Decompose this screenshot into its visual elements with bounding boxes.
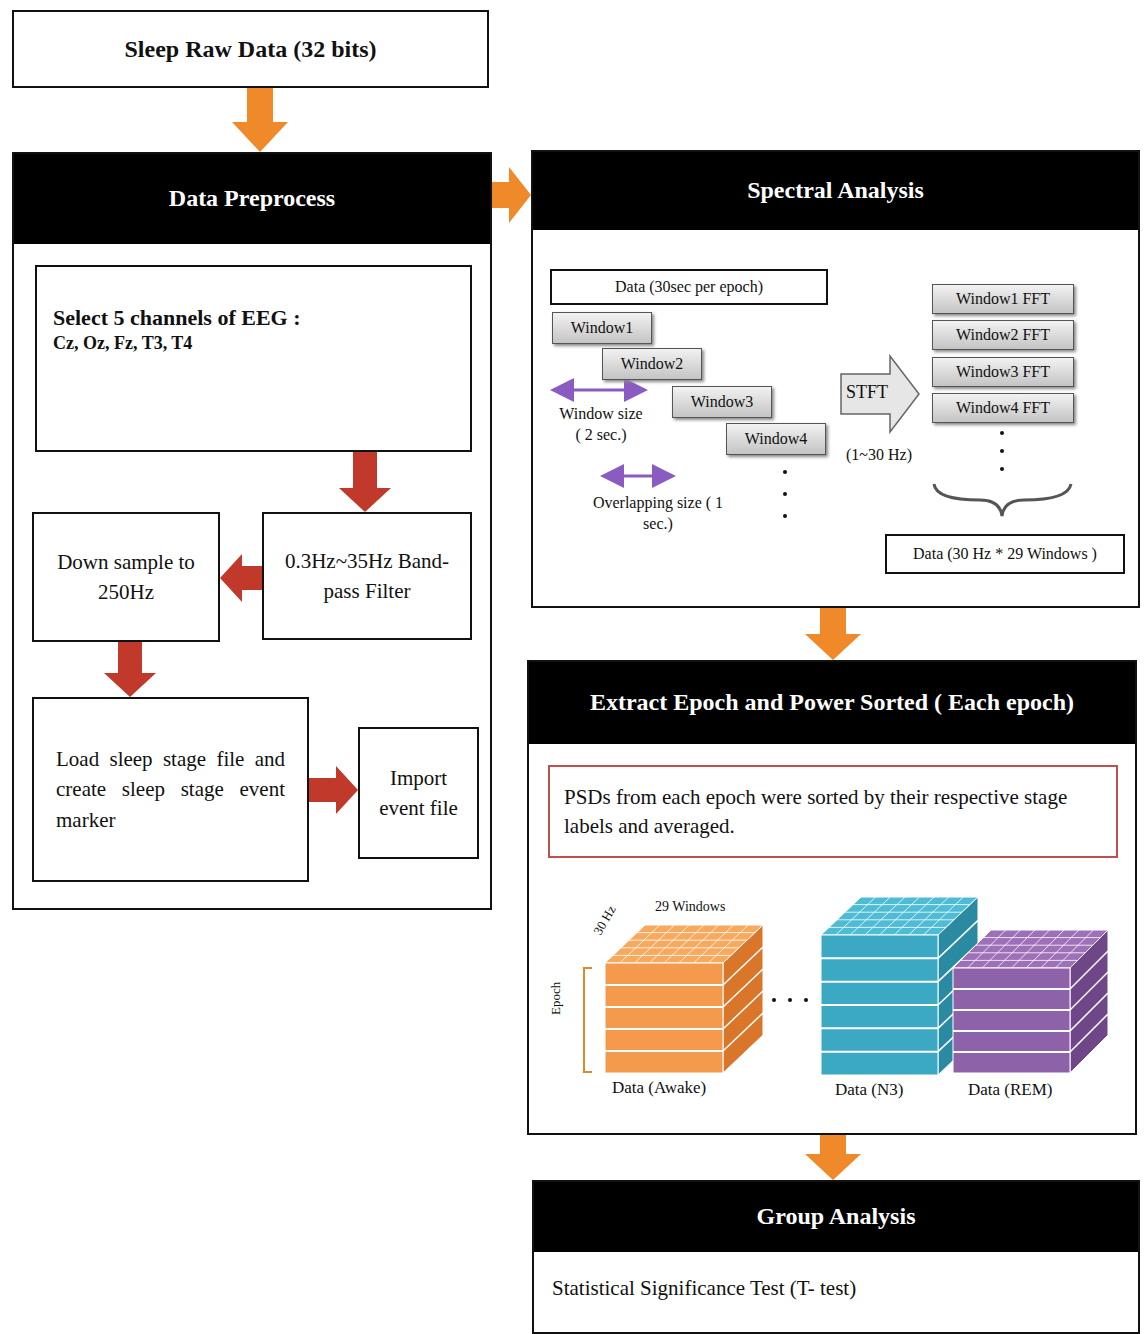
- panel-header: Group Analysis: [534, 1182, 1138, 1252]
- annotation-label: 30 Hz: [590, 903, 620, 938]
- node-text: Sleep Raw Data (32 bits): [125, 32, 377, 67]
- stage-panel: Group AnalysisStatistical Significance T…: [532, 1180, 1140, 1334]
- window-box: Window1: [552, 312, 652, 344]
- process-box: Data (30sec per epoch): [550, 269, 828, 305]
- flow-arrow: [232, 88, 288, 152]
- process-box: Import event file: [358, 727, 479, 859]
- node-text: Down sample to 250Hz: [44, 547, 208, 608]
- panel-header: Data Preprocess: [14, 154, 490, 244]
- window-box: Window1 FFT: [932, 284, 1074, 314]
- node-text: Window1 FFT: [956, 290, 1050, 308]
- node-text: Window4 FFT: [956, 399, 1050, 417]
- flow-arrow: [805, 1135, 861, 1180]
- process-box: PSDs from each epoch were sorted by thei…: [548, 765, 1118, 858]
- process-box: Data (30 Hz * 29 Windows ): [885, 534, 1125, 574]
- window-box: Window3 FFT: [932, 357, 1074, 387]
- annotation-label: (1~30 Hz): [846, 446, 912, 464]
- window-box: Window4 FFT: [932, 393, 1074, 423]
- stft-arrow: STFT: [840, 354, 920, 434]
- flow-arrow: [104, 642, 156, 697]
- panel-header: Spectral Analysis: [533, 152, 1138, 230]
- epoch-bracket: [584, 968, 592, 1072]
- stage-panel: Data PreprocessSelect 5 channels of EEG …: [12, 152, 492, 910]
- flow-arrow: [492, 167, 531, 223]
- brace: [934, 484, 1071, 516]
- process-box: Down sample to 250Hz: [32, 512, 220, 642]
- annotation-label: Data (N3): [835, 1080, 903, 1100]
- window-box: Window3: [672, 386, 772, 418]
- window-box: Window2 FFT: [932, 320, 1074, 350]
- process-box: Sleep Raw Data (32 bits): [12, 10, 489, 88]
- node-text: Window1: [571, 319, 633, 337]
- node-text: Window3: [691, 393, 753, 411]
- window-box: Window4: [726, 423, 826, 455]
- node-text: PSDs from each epoch were sorted by thei…: [564, 783, 1102, 840]
- process-box: Select 5 channels of EEG :Cz, Oz, Fz, T3…: [35, 265, 472, 452]
- node-text: Import event file: [370, 763, 467, 824]
- node-text: Data (30 Hz * 29 Windows ): [913, 542, 1097, 565]
- node-text: Spectral Analysis: [747, 175, 924, 206]
- node-text: Data (30sec per epoch): [615, 275, 763, 298]
- node-text: Window4: [745, 430, 807, 448]
- stage-cubes: [605, 897, 1108, 1075]
- process-box: Load sleep stage file and create sleep s…: [32, 697, 309, 882]
- stage-panel: Spectral AnalysisData (30sec per epoch) W…: [531, 150, 1140, 608]
- process-box: 0.3Hz~35Hz Band-pass Filter: [262, 512, 472, 640]
- window-size-arrow: [556, 390, 642, 391]
- node-text: Window2: [621, 355, 683, 373]
- node-text: STFT: [846, 382, 888, 403]
- node-text: Data Preprocess: [169, 183, 335, 214]
- annotation-label: Data (Awake): [612, 1078, 706, 1098]
- node-text: Window2 FFT: [956, 326, 1050, 344]
- panel-header: Extract Epoch and Power Sorted ( Each ep…: [529, 662, 1135, 744]
- flow-arrow: [339, 452, 391, 512]
- node-text: 0.3Hz~35Hz Band-pass Filter: [274, 546, 460, 607]
- annotation-label: Window size ( 2 sec.): [556, 404, 646, 446]
- overlap-size-arrow: [606, 476, 670, 477]
- node-text: Cz, Oz, Fz, T3, T4: [53, 333, 454, 354]
- annotation-label: 29 Windows: [655, 899, 725, 915]
- annotation-label: Overlapping size ( 1 sec.): [588, 493, 728, 535]
- window-box: Window2: [602, 348, 702, 380]
- stage-panel: Extract Epoch and Power Sorted ( Each ep…: [527, 660, 1137, 1135]
- node-text: Select 5 channels of EEG :: [53, 305, 454, 331]
- node-text: Extract Epoch and Power Sorted ( Each ep…: [590, 687, 1074, 718]
- annotation-label: Epoch: [548, 982, 564, 1015]
- flow-arrow: [309, 766, 358, 814]
- annotation-label: Data (REM): [968, 1080, 1053, 1100]
- node-text: Window3 FFT: [956, 363, 1050, 381]
- flow-arrow: [220, 554, 262, 602]
- flow-arrow: [805, 608, 861, 660]
- node-text: Load sleep stage file and create sleep s…: [56, 744, 285, 835]
- node-text: Group Analysis: [757, 1201, 916, 1232]
- node-text: Statistical Significance Test (T- test): [552, 1276, 856, 1301]
